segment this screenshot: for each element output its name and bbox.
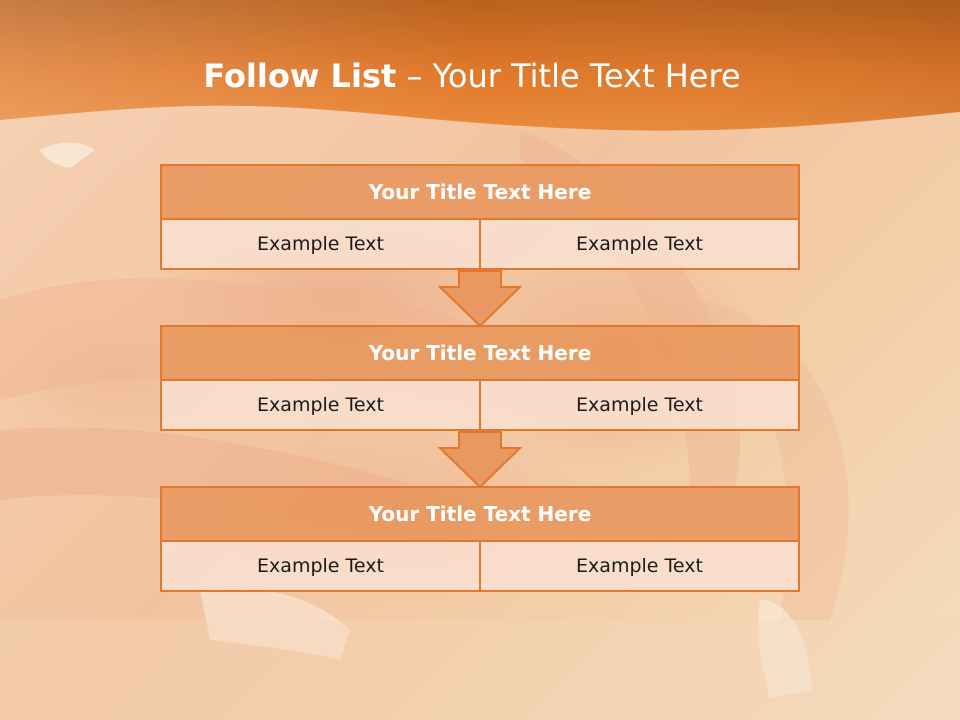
block-row: Example Text Example Text <box>160 220 800 270</box>
block-title: Your Title Text Here <box>160 325 800 381</box>
slide-title: Follow List – Your Title Text Here <box>0 52 944 100</box>
block-cell-right: Example Text <box>481 542 800 592</box>
down-arrow-icon <box>438 270 522 328</box>
down-arrow-icon <box>438 431 522 489</box>
title-rest: – Your Title Text Here <box>396 57 741 95</box>
block-title: Your Title Text Here <box>160 486 800 542</box>
block-cell-left: Example Text <box>160 381 481 431</box>
header-banner <box>0 0 960 131</box>
block-cell-right: Example Text <box>481 220 800 270</box>
block-cell-right: Example Text <box>481 381 800 431</box>
block-row: Example Text Example Text <box>160 542 800 592</box>
block-cell-left: Example Text <box>160 220 481 270</box>
block-cell-left: Example Text <box>160 542 481 592</box>
list-block-1: Your Title Text Here Example Text Exampl… <box>160 164 800 270</box>
block-title: Your Title Text Here <box>160 164 800 220</box>
title-strong: Follow List <box>203 57 397 95</box>
list-block-2: Your Title Text Here Example Text Exampl… <box>160 325 800 431</box>
block-row: Example Text Example Text <box>160 381 800 431</box>
list-block-3: Your Title Text Here Example Text Exampl… <box>160 486 800 592</box>
